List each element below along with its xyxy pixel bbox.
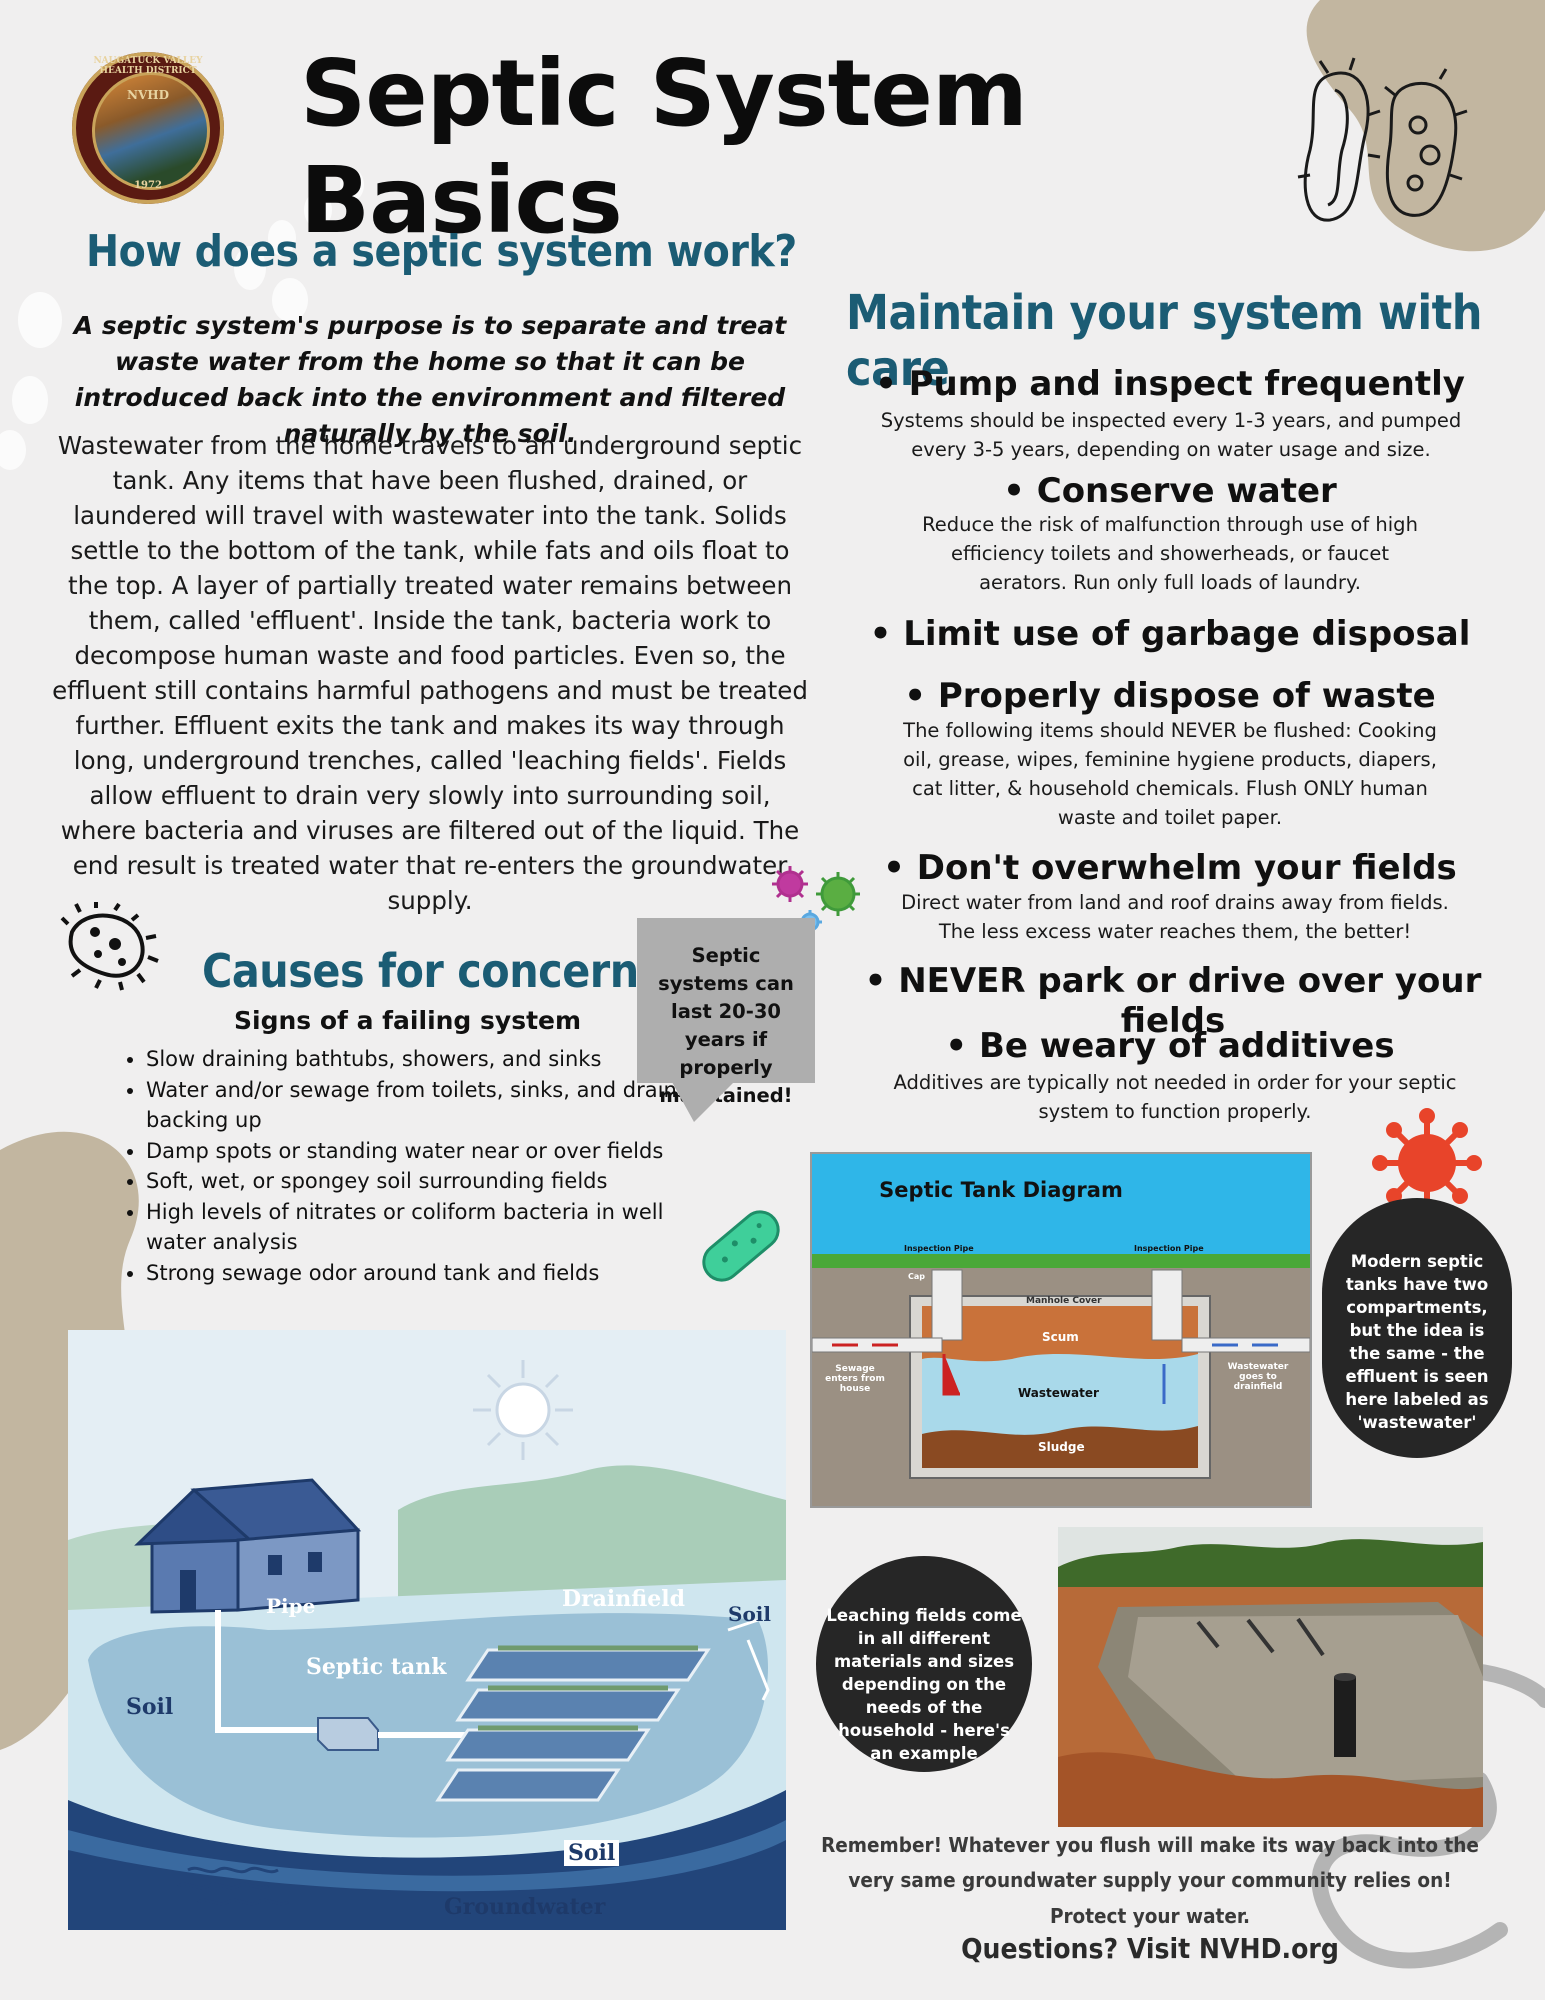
list-item: Strong sewage odor around tank and field…	[146, 1258, 706, 1289]
how-lead-text: A septic system's purpose is to separate…	[73, 311, 787, 448]
list-item: Damp spots or standing water near or ove…	[146, 1136, 706, 1167]
bacterium-icon	[702, 1210, 780, 1282]
diagram-label-scum: Scum	[1042, 1330, 1079, 1344]
diagram-label-inspection-left: Inspection Pipe	[904, 1244, 974, 1253]
maintain-sub-pump: Systems should be inspected every 1-3 ye…	[880, 409, 1462, 461]
seal-landscape-image	[92, 72, 210, 190]
diagram-illustration	[811, 1154, 1311, 1506]
maintain-item-pump: • Pump and inspect frequently	[875, 364, 1465, 404]
illustration-label-soil-right: Soil	[728, 1602, 771, 1626]
diagram-note-circle: Modern septic tanks have two compartment…	[1322, 1198, 1512, 1458]
septic-system-illustration: Pipe Drainfield Soil Septic tank Soil So…	[68, 1330, 786, 1930]
seal-abbr: NVHD	[126, 88, 170, 102]
diagram-label-inlet: Sewage enters from house	[825, 1364, 885, 1394]
nvhd-seal-logo: NAUGATUCK VALLEY HEALTH DISTRICT NVHD 19…	[72, 52, 224, 204]
contact-line: Questions? Visit NVHD.org	[961, 1932, 1339, 1965]
maintain-item-garbage: • Limit use of garbage disposal	[869, 614, 1471, 654]
diagram-title: Septic Tank Diagram	[879, 1178, 1123, 1202]
closing-line-1: Remember! Whatever you flush will make i…	[821, 1833, 1479, 1857]
closing-line-3: Protect your water.	[1049, 1904, 1251, 1928]
maintain-sub-fields: Direct water from land and roof drains a…	[901, 891, 1449, 943]
illustration-label-soil-left: Soil	[126, 1694, 174, 1720]
diagram-label-outlet: Wastewater goes to drainfield	[1227, 1362, 1289, 1392]
maintain-item-conserve: • Conserve water	[1003, 471, 1337, 511]
seal-year: 1972	[134, 180, 162, 191]
groundwater-waves	[177, 1866, 289, 1906]
callout-tail	[672, 1082, 734, 1122]
maintain-item-dispose: • Properly dispose of waste	[904, 676, 1436, 716]
diagram-label-wastewater: Wastewater	[1018, 1386, 1099, 1400]
diagram-label-sludge: Sludge	[1038, 1440, 1085, 1454]
diagram-label-cap: Cap	[908, 1272, 925, 1281]
how-heading: How does a septic system work?	[86, 226, 797, 277]
list-item: High levels of nitrates or coliform bact…	[146, 1197, 706, 1258]
concern-subheading: Signs of a failing system	[234, 1006, 582, 1035]
leaching-field-image	[1058, 1527, 1483, 1827]
leaching-note-circle: Leaching fields come in all different ma…	[816, 1556, 1032, 1772]
red-virus-icon	[1372, 1108, 1482, 1218]
house-icon	[134, 1478, 362, 1614]
maintain-item-additives: • Be weary of additives	[945, 1026, 1395, 1066]
list-item: Soft, wet, or spongey soil surrounding f…	[146, 1166, 706, 1197]
illustration-label-pipe: Pipe	[266, 1594, 316, 1618]
maintain-sub-dispose: The following items should NEVER be flus…	[903, 719, 1437, 829]
closing-line-2: very same groundwater supply your commun…	[848, 1868, 1452, 1892]
lifespan-callout: Septic systems can last 20-30 years if p…	[637, 918, 815, 1107]
illustration-label-drainfield: Drainfield	[562, 1586, 686, 1612]
maintain-item-park: • NEVER park or drive over your fields	[864, 961, 1482, 1041]
white-dots-decor	[0, 169, 364, 470]
maintain-sub-conserve: Reduce the risk of malfunction through u…	[922, 513, 1418, 594]
diagram-label-manhole: Manhole Cover	[1026, 1296, 1102, 1306]
illustration-label-septic-tank: Septic tank	[306, 1654, 447, 1680]
list-item: Slow draining bathtubs, showers, and sin…	[146, 1044, 706, 1075]
maintain-sub-additives: Additives are typically not needed in or…	[893, 1071, 1457, 1123]
illustration-label-groundwater: Groundwater	[444, 1894, 606, 1920]
maintain-item-fields: • Don't overwhelm your fields	[883, 848, 1457, 888]
sun-icon	[473, 1360, 573, 1460]
list-item: Water and/or sewage from toilets, sinks,…	[146, 1075, 706, 1136]
leaching-note-text: Leaching fields come in all different ma…	[826, 1606, 1022, 1763]
seal-org-name: NAUGATUCK VALLEY HEALTH DISTRICT	[93, 56, 203, 76]
illustration-label-soil-bottom: Soil	[564, 1840, 620, 1866]
septic-tank-diagram: Septic Tank Diagram Inspection Pipe Insp…	[810, 1152, 1312, 1508]
maintain-heading: Maintain your system with care	[846, 285, 1483, 397]
concern-list: Slow draining bathtubs, showers, and sin…	[122, 1044, 706, 1288]
leaching-field-photo	[1058, 1527, 1483, 1827]
diagram-note-text: Modern septic tanks have two compartment…	[1345, 1252, 1489, 1432]
page-title: Septic System Basics	[300, 40, 1028, 254]
germ-icon	[60, 902, 159, 991]
how-body-text: Wastewater from the home travels to an u…	[52, 431, 808, 915]
septic-illustration-graphic	[68, 1330, 786, 1930]
diagram-label-inspection-right: Inspection Pipe	[1134, 1244, 1204, 1253]
bacteria-icon	[1297, 57, 1468, 222]
concern-heading: Causes for concern	[202, 944, 639, 998]
